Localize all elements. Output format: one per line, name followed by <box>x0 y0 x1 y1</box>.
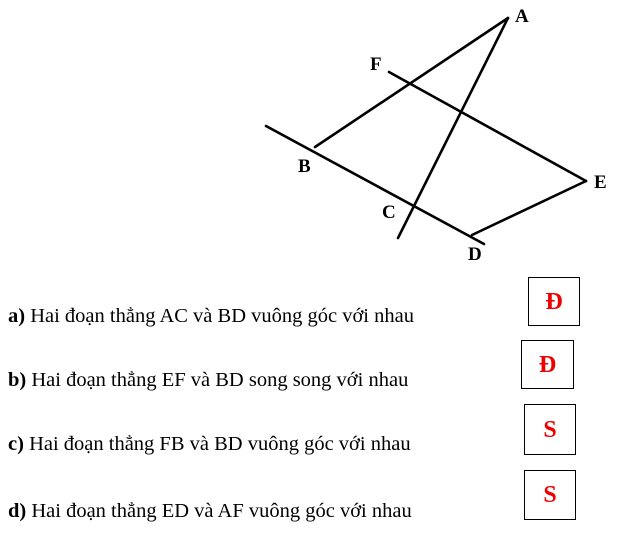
statement-c-marker: c) <box>8 433 24 455</box>
vertex-label-e: E <box>594 172 607 193</box>
statement-c-text: Hai đoạn thẳng FB và BD vuông góc với nh… <box>23 433 411 455</box>
answer-mark-c: S <box>543 416 557 443</box>
vertex-label-d: D <box>468 244 482 265</box>
statement-a-marker: a) <box>8 305 26 327</box>
figure-segments <box>264 16 588 246</box>
line-a-through-c <box>396 16 510 240</box>
answer-mark-b: Đ <box>538 351 557 378</box>
line-b-through-d <box>264 124 486 246</box>
answer-mark-d: S <box>543 482 557 508</box>
answer-mark-a: Đ <box>545 288 563 315</box>
answer-box-c[interactable]: S <box>524 404 576 455</box>
geometry-figure: A F B C D E <box>264 6 607 265</box>
statement-b-marker: b) <box>8 369 27 391</box>
statement-c: c) Hai đoạn thẳng FB và BD vuông góc với… <box>8 434 411 455</box>
answer-box-a[interactable]: Đ <box>528 277 580 326</box>
segment-f-e <box>387 70 588 183</box>
figure-vertex-labels: A F B C D E <box>298 6 607 265</box>
answer-box-b[interactable]: Đ <box>521 340 574 389</box>
vertex-label-c: C <box>382 202 396 223</box>
statement-d-text: Hai đoạn thẳng ED và AF vuông góc với nh… <box>26 500 412 522</box>
statement-d: d) Hai đoạn thẳng ED và AF vuông góc với… <box>8 501 412 522</box>
segment-a-f-b <box>313 16 510 149</box>
statement-b-text: Hai đoạn thẳng EF và BD song song với nh… <box>26 369 409 391</box>
statement-b: b) Hai đoạn thẳng EF và BD song song với… <box>8 370 408 391</box>
vertex-label-f: F <box>370 54 382 75</box>
statement-d-marker: d) <box>8 500 27 522</box>
statement-a-text: Hai đoạn thẳng AC và BD vuông góc với nh… <box>25 305 414 327</box>
figure-canvas: A F B C D E <box>264 6 607 265</box>
answer-box-d[interactable]: S <box>524 470 576 520</box>
vertex-label-b: B <box>298 156 311 177</box>
vertex-label-a: A <box>515 6 529 27</box>
statement-a: a) Hai đoạn thẳng AC và BD vuông góc với… <box>8 306 414 327</box>
segment-d-e <box>470 179 588 237</box>
